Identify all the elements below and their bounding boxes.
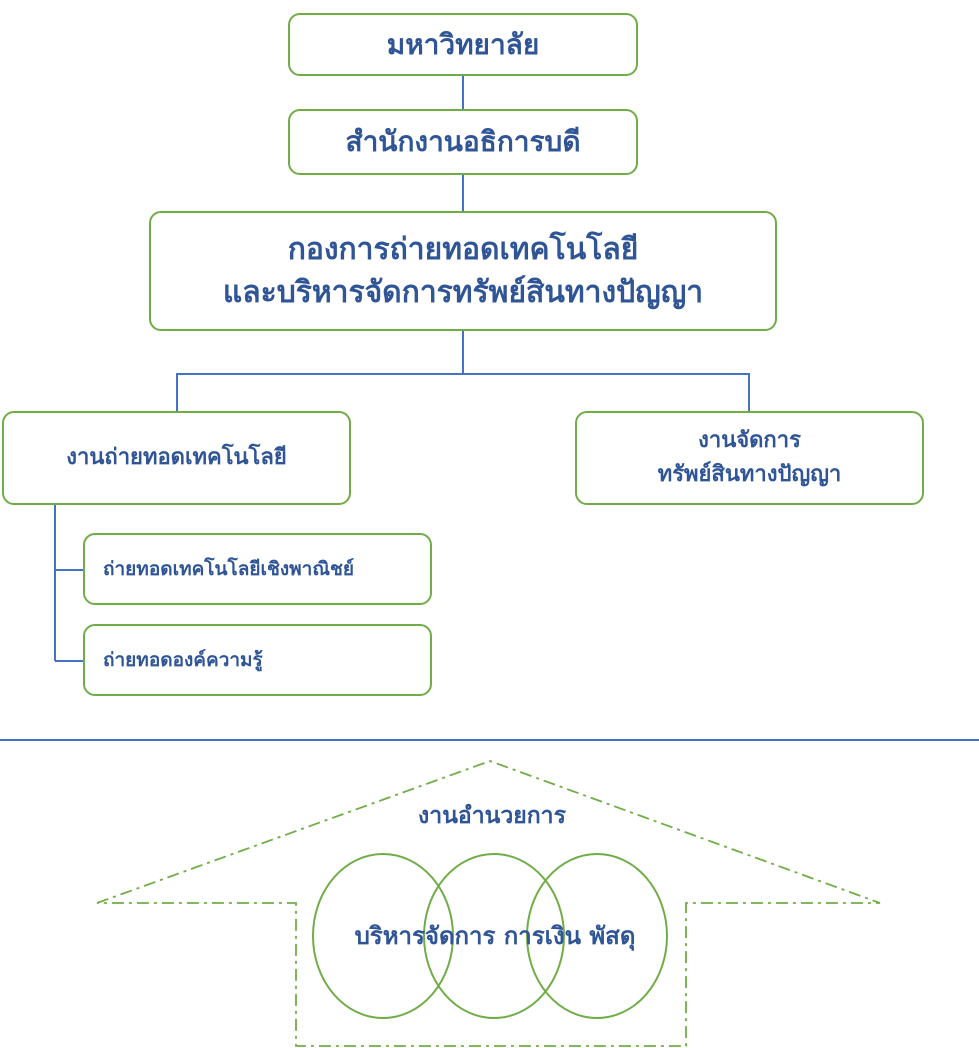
box-sub-unit-commercial: ถ่ายทอดเทคโนโลยีเชิงพาณิชย์ — [83, 533, 432, 605]
box-university: มหาวิทยาลัย — [288, 13, 638, 76]
box-sub-unit-knowledge: ถ่ายทอดองค์ความรู้ — [83, 624, 432, 696]
sub-unit-commercial-label: ถ่ายทอดเทคโนโลยีเชิงพาณิชย์ — [103, 558, 354, 580]
admin-circle-1 — [312, 853, 454, 1019]
division-label-line1: กองการถ่ายทอดเทคโนโลยี — [287, 231, 639, 267]
sub-unit-knowledge-label: ถ่ายทอดองค์ความรู้ — [103, 649, 263, 671]
box-president-office: สำนักงานอธิการบดี — [288, 109, 638, 175]
admin-circle-2 — [423, 853, 565, 1019]
ip-unit-label-line2: ทรัพย์สินทางปัญญา — [657, 462, 842, 487]
admin-circles-label: บริหารจัดการ การเงิน พัสดุ — [354, 922, 636, 950]
admin-circle-3 — [526, 853, 668, 1019]
division-label-line2: และบริหารจัดการทรัพย์สินทางปัญญา — [222, 275, 704, 310]
box-division: กองการถ่ายทอดเทคโนโลยี และบริหารจัดการทร… — [149, 211, 777, 331]
box-ip-unit: งานจัดการ ทรัพย์สินทางปัญญา — [575, 411, 924, 505]
university-label: มหาวิทยาลัย — [386, 27, 540, 61]
president-office-label: สำนักงานอธิการบดี — [345, 125, 581, 158]
tech-transfer-unit-label: งานถ่ายทอดเทคโนโลยี — [66, 444, 287, 470]
admin-title: งานอำนวยการ — [418, 803, 566, 829]
ip-unit-label-line1: งานจัดการ — [698, 427, 801, 453]
admin-house-outline — [96, 760, 881, 1047]
box-tech-transfer-unit: งานถ่ายทอดเทคโนโลยี — [2, 411, 351, 505]
